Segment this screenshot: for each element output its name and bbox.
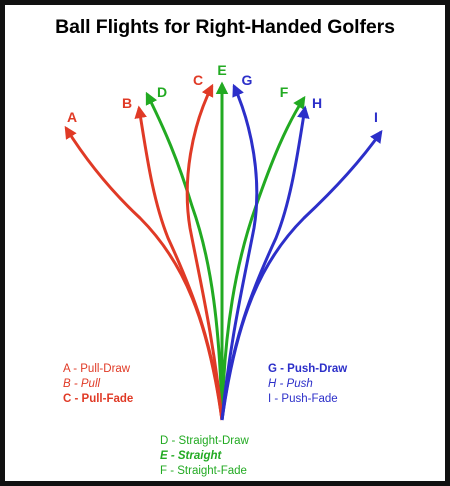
flight-path-g bbox=[220, 83, 259, 421]
flight-label-i: I bbox=[374, 109, 378, 125]
legend-item-e: E - Straight bbox=[160, 450, 222, 462]
legend-item-a: A - Pull-Draw bbox=[63, 363, 131, 375]
legend-item-f: F - Straight-Fade bbox=[160, 465, 247, 477]
flight-path-d bbox=[145, 91, 224, 421]
legend-straight: D - Straight-Draw E - Straight F - Strai… bbox=[160, 434, 249, 479]
legend-item-c: C - Pull-Fade bbox=[63, 393, 134, 405]
legend-pull: A - Pull-Draw B - Pull C - Pull-Fade bbox=[63, 362, 133, 407]
legend-item-d: D - Straight-Draw bbox=[160, 435, 249, 447]
flight-label-h: H bbox=[312, 95, 322, 111]
flight-path-c bbox=[185, 83, 224, 421]
legend-item-g: G - Push-Draw bbox=[268, 363, 348, 375]
flight-path-b bbox=[134, 105, 224, 421]
flight-label-g: G bbox=[242, 72, 253, 88]
flight-label-e: E bbox=[217, 62, 226, 78]
flight-label-c: C bbox=[193, 72, 203, 88]
diagram-title: Ball Flights for Right-Handed Golfers bbox=[55, 16, 395, 38]
flight-label-f: F bbox=[280, 84, 289, 100]
legend-push: G - Push-Draw H - Push I - Push-Fade bbox=[268, 362, 347, 407]
flight-label-a: A bbox=[67, 109, 77, 125]
flight-path-f bbox=[220, 95, 306, 421]
legend-item-b: B - Pull bbox=[63, 378, 101, 390]
flight-label-d: D bbox=[157, 84, 167, 100]
flight-label-b: B bbox=[122, 95, 132, 111]
flight-path-i bbox=[220, 129, 383, 421]
legend-item-i: I - Push-Fade bbox=[268, 393, 338, 405]
legend-item-h: H - Push bbox=[268, 378, 313, 390]
